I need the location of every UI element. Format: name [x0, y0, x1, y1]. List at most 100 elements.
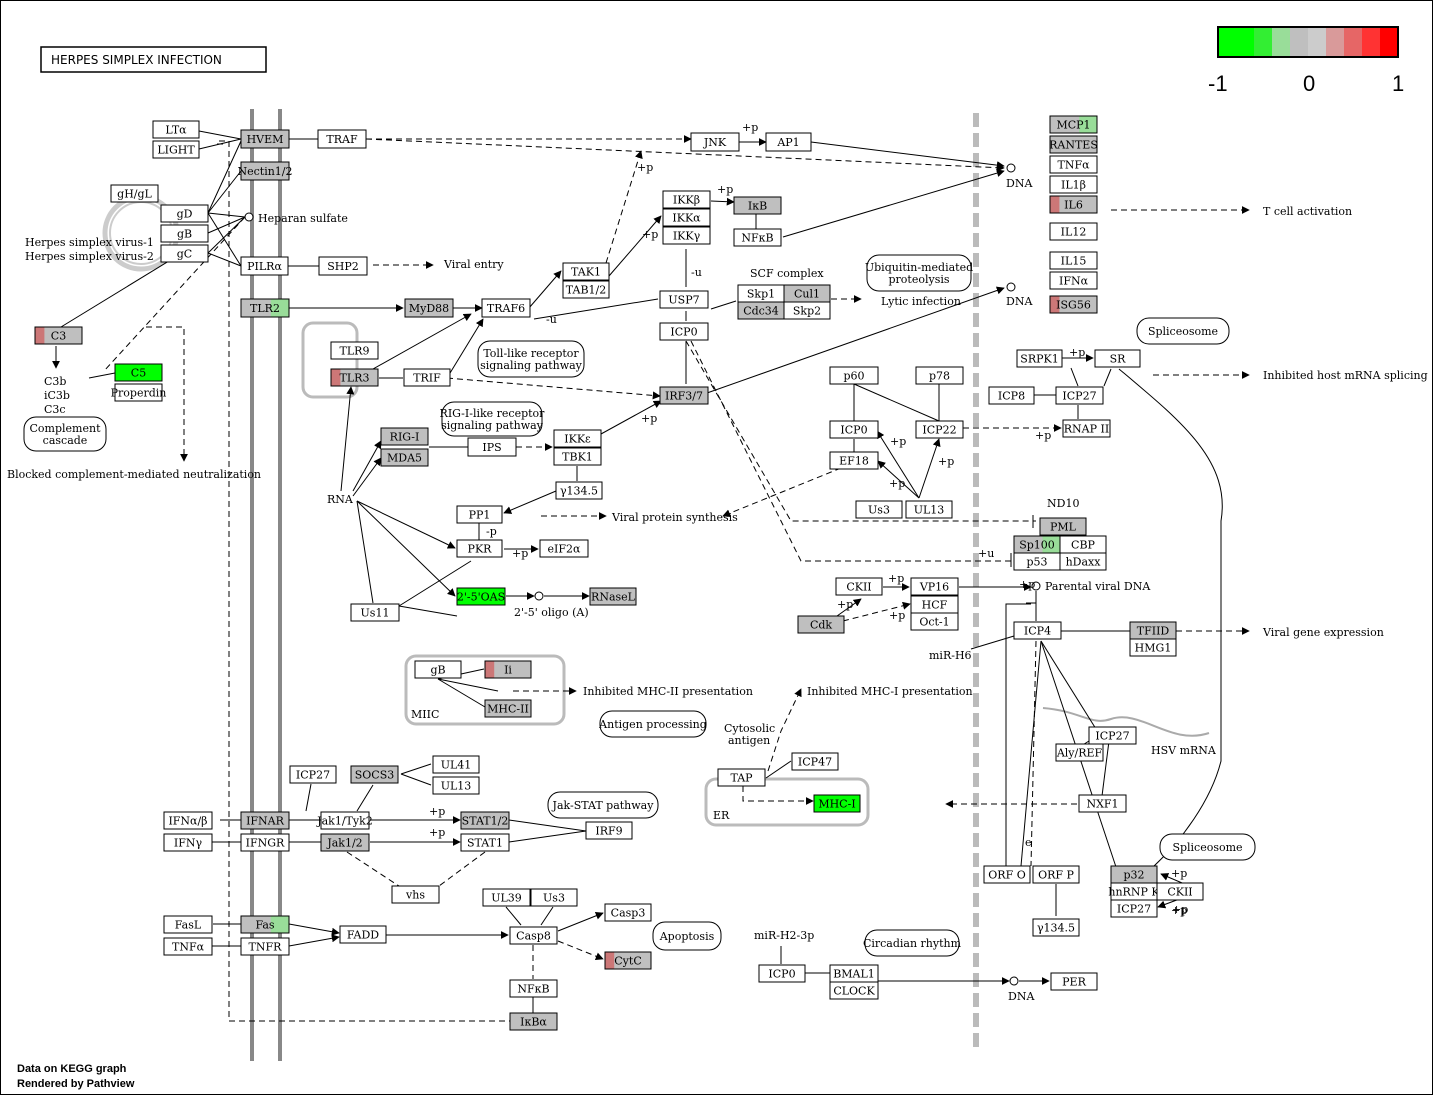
gene-node-jaktyk[interactable]: Jak1/Tyk2	[316, 811, 373, 830]
pathway-link-antigen[interactable]: Antigen processing	[598, 710, 707, 738]
gene-node-c3[interactable]: C3	[34, 326, 83, 345]
gene-node-gbm[interactable]: gB	[414, 660, 462, 679]
gene-node-icp4[interactable]: ICP4	[1013, 621, 1062, 640]
gene-node-ckiib[interactable]: CKII	[1156, 882, 1204, 901]
gene-node-orfp[interactable]: ORF P	[1032, 865, 1080, 884]
gene-node-hvem[interactable]: HVEM	[240, 129, 290, 149]
gene-node-pkr[interactable]: PKR	[456, 539, 503, 558]
gene-node-ckiia[interactable]: CKII	[835, 577, 883, 596]
gene-node-sp100[interactable]: Sp100	[1013, 535, 1061, 554]
gene-node-hdaxx[interactable]: hDaxx	[1059, 552, 1107, 571]
gene-node-ips[interactable]: IPS	[467, 437, 517, 457]
gene-node-ikkb[interactable]: IKKβ	[662, 190, 711, 209]
pathway-link-splice1[interactable]: Spliceosome	[1136, 317, 1230, 345]
gene-node-jnk[interactable]: JNK	[690, 132, 740, 152]
gene-node-g1345b[interactable]: γ134.5	[1032, 918, 1080, 937]
gene-node-rantes[interactable]: RANTES	[1049, 135, 1098, 154]
gene-node-p53[interactable]: p53	[1013, 552, 1061, 571]
gene-node-tnfr[interactable]: TNFR	[240, 937, 290, 956]
gene-node-srpk1[interactable]: SRPK1	[1016, 349, 1063, 368]
gene-node-usp7[interactable]: USP7	[659, 290, 709, 309]
gene-node-nxf1[interactable]: NXF1	[1078, 794, 1127, 813]
gene-node-ifng[interactable]: IFNγ	[163, 833, 213, 852]
gene-node-ul39[interactable]: UL39	[482, 888, 531, 907]
gene-node-icp27d[interactable]: ICP27	[289, 765, 337, 784]
gene-node-nectin12[interactable]: Nectin1/2	[237, 161, 293, 181]
gene-node-ghgl[interactable]: gH/gL	[110, 184, 159, 203]
gene-node-ifnar[interactable]: IFNAR	[240, 811, 290, 830]
gene-node-ifngr[interactable]: IFNGR	[240, 833, 290, 852]
gene-node-cdk[interactable]: Cdk	[797, 615, 845, 634]
gene-node-ii[interactable]: Ii	[484, 660, 532, 679]
gene-node-ifnab[interactable]: IFNα/β	[163, 811, 213, 830]
gene-node-stat12[interactable]: STAT1/2	[460, 811, 510, 830]
gene-node-gc[interactable]: gC	[160, 244, 209, 263]
gene-node-ef18[interactable]: EF18	[829, 451, 879, 470]
gene-node-orfo[interactable]: ORF O	[983, 865, 1031, 884]
gene-node-nfkb1[interactable]: NFκB	[733, 228, 782, 247]
gene-node-clock[interactable]: CLOCK	[829, 981, 879, 1000]
gene-node-icp27a[interactable]: ICP27	[1055, 386, 1104, 405]
gene-node-light[interactable]: LIGHT	[152, 140, 200, 159]
gene-node-tab12[interactable]: TAB1/2	[562, 280, 610, 299]
gene-node-tlr3[interactable]: TLR3	[330, 368, 379, 387]
gene-node-tlr9[interactable]: TLR9	[330, 341, 379, 360]
gene-node-g1345a[interactable]: γ134.5	[555, 481, 603, 500]
gene-node-ul41[interactable]: UL41	[432, 755, 480, 774]
gene-node-mcp1[interactable]: MCP1	[1049, 115, 1098, 134]
gene-node-oas[interactable]: 2'-5'OAS	[456, 587, 506, 606]
gene-node-icp27c[interactable]: ICP27	[1110, 899, 1158, 918]
pathway-link-apoptosis[interactable]: Apoptosis	[652, 921, 722, 951]
gene-node-us3b[interactable]: Us3	[530, 888, 578, 907]
gene-node-tak1[interactable]: TAK1	[562, 262, 610, 281]
gene-node-myd88[interactable]: MyD88	[404, 298, 454, 318]
gene-node-us3a[interactable]: Us3	[855, 500, 903, 519]
gene-node-vp16[interactable]: VP16	[910, 577, 959, 596]
gene-node-ul13b[interactable]: UL13	[432, 776, 480, 795]
gene-node-gd[interactable]: gD	[160, 204, 209, 223]
gene-node-rnasel[interactable]: RNaseL	[589, 587, 637, 606]
gene-node-cdc34[interactable]: Cdc34	[737, 301, 785, 320]
gene-node-rnapii[interactable]: RNAP II	[1062, 419, 1111, 438]
gene-node-cbp[interactable]: CBP	[1059, 535, 1107, 554]
gene-node-eif2a[interactable]: eIF2α	[539, 539, 589, 558]
gene-node-ikkg[interactable]: IKKγ	[662, 226, 711, 245]
gene-node-isg56[interactable]: ISG56	[1049, 295, 1098, 314]
gene-node-fas[interactable]: Fas	[240, 915, 290, 934]
gene-node-pml[interactable]: PML	[1039, 517, 1087, 536]
gene-node-icp0c[interactable]: ICP0	[758, 964, 806, 983]
gene-node-ifna1[interactable]: IFNα	[1049, 271, 1098, 290]
gene-node-irf9[interactable]: IRF9	[585, 821, 633, 840]
gene-node-icp22[interactable]: ICP22	[915, 420, 964, 439]
gene-node-mhcii[interactable]: MHC-II	[484, 699, 532, 718]
gene-node-properdin[interactable]: Properdin	[111, 383, 167, 402]
gene-node-cul1[interactable]: Cul1	[783, 284, 831, 303]
gene-node-hcf[interactable]: HCF	[910, 595, 959, 614]
gene-node-c5[interactable]: C5	[114, 363, 163, 382]
gene-node-hmg1[interactable]: HMG1	[1129, 638, 1177, 657]
gene-node-icp47[interactable]: ICP47	[791, 752, 839, 771]
gene-node-p60[interactable]: p60	[829, 366, 879, 385]
gene-node-per[interactable]: PER	[1050, 972, 1098, 991]
gene-node-il12[interactable]: IL12	[1049, 222, 1098, 241]
gene-node-tlr2[interactable]: TLR2	[240, 298, 290, 318]
gene-node-ap1[interactable]: AP1	[765, 132, 812, 152]
gene-node-shp2[interactable]: SHP2	[318, 256, 368, 276]
gene-node-jak12[interactable]: Jak1/2	[320, 833, 370, 852]
gene-node-tnfa1[interactable]: TNFα	[1049, 155, 1098, 174]
gene-node-il15[interactable]: IL15	[1049, 251, 1098, 270]
gene-node-sr[interactable]: SR	[1094, 349, 1141, 368]
gene-node-irf37[interactable]: IRF3/7	[659, 386, 709, 405]
gene-node-socs3[interactable]: SOCS3	[350, 765, 399, 784]
gene-node-icp0a[interactable]: ICP0	[659, 322, 709, 341]
gene-node-pp1[interactable]: PP1	[456, 505, 503, 524]
gene-node-bmal1[interactable]: BMAL1	[829, 964, 879, 983]
gene-node-mhci[interactable]: MHC-I	[813, 794, 861, 813]
gene-node-icp27b[interactable]: ICP27	[1088, 726, 1137, 745]
gene-node-rigi[interactable]: RIG-I	[380, 427, 429, 446]
gene-node-il6[interactable]: IL6	[1049, 195, 1098, 214]
gene-node-casp8[interactable]: Casp8	[509, 926, 558, 945]
